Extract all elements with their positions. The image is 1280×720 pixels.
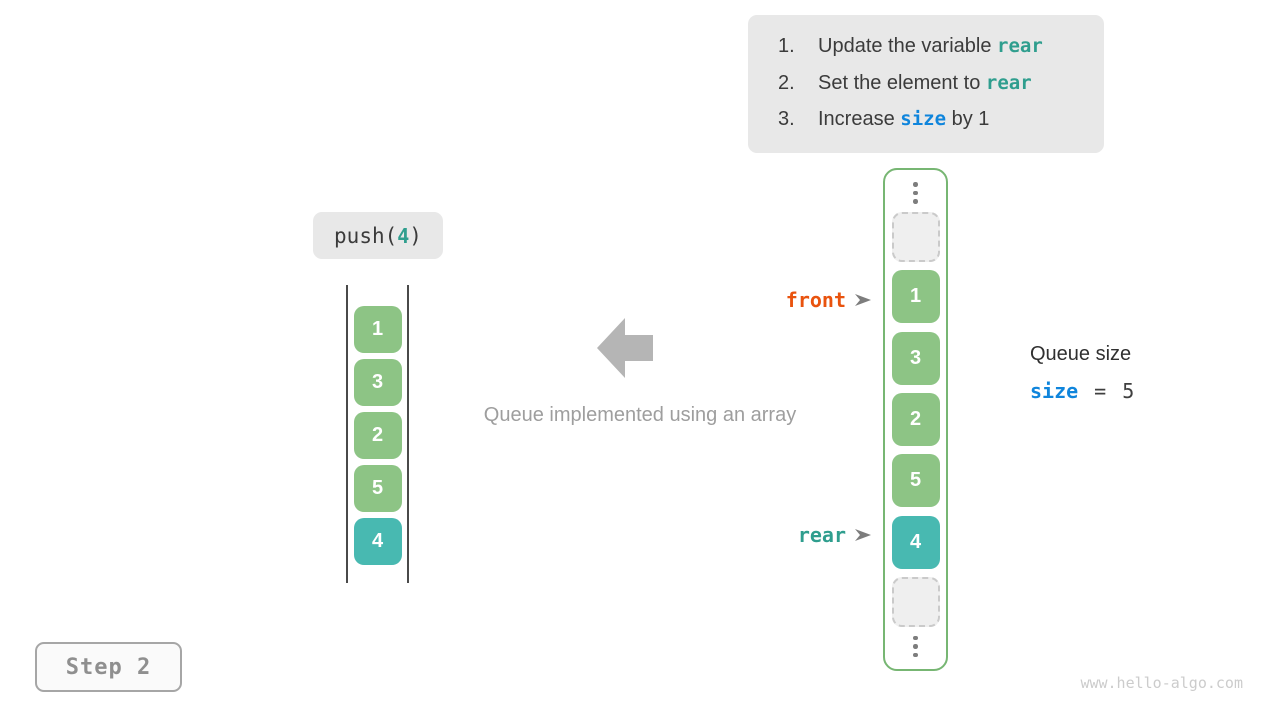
arrowhead-right-icon xyxy=(855,529,871,541)
size-variable: size xyxy=(1030,379,1079,403)
array-container: 1 3 2 5 4 xyxy=(883,168,948,671)
array-cell: 5 xyxy=(891,454,940,508)
front-pointer: front xyxy=(700,287,871,313)
instruction-step-3: 3. Increase size by 1 xyxy=(778,101,1094,138)
big-left-arrow-icon xyxy=(597,318,653,378)
abstract-queue: 1 3 2 5 4 xyxy=(346,285,409,583)
step-number: 1. xyxy=(778,35,795,57)
step-text-before: Set the element to xyxy=(818,71,986,94)
rear-pointer: rear xyxy=(700,522,871,548)
arrowhead-right-icon xyxy=(855,294,871,306)
step-number: 3. xyxy=(778,108,795,130)
step-text: Increase size by 1 xyxy=(818,101,989,138)
step-text: Set the element to rear xyxy=(818,65,1032,102)
step-text: Update the variable rear xyxy=(818,28,1043,65)
ellipsis-top-icon xyxy=(913,182,918,204)
ellipsis-bottom-icon xyxy=(913,635,918,657)
code-token-rear: rear xyxy=(997,35,1043,57)
instruction-box: 1. Update the variable rear 2. Set the e… xyxy=(748,15,1104,153)
push-argument: 4 xyxy=(397,223,410,248)
instruction-step-2: 2. Set the element to rear xyxy=(778,65,1094,102)
empty-array-slot xyxy=(891,211,940,262)
watermark: www.hello-algo.com xyxy=(1080,674,1243,692)
queue-size-value-line: size = 5 xyxy=(1030,379,1134,403)
step-badge: Step 2 xyxy=(35,642,182,692)
step-text-before: Increase xyxy=(818,108,901,130)
queue-size-title: Queue size xyxy=(1030,343,1132,365)
step-text-after: by 1 xyxy=(946,108,990,130)
queue-cell: 3 xyxy=(353,359,402,406)
array-cell: 3 xyxy=(891,331,940,385)
array-cell: 2 xyxy=(891,393,940,446)
queue-cell-new: 4 xyxy=(353,518,402,565)
instruction-step-1: 1. Update the variable rear xyxy=(778,28,1094,65)
front-pointer-label: front xyxy=(785,288,846,312)
size-value: 5 xyxy=(1122,379,1135,403)
array-cell: 1 xyxy=(891,270,940,324)
rear-pointer-label: rear xyxy=(797,523,846,547)
empty-array-slot xyxy=(891,577,940,628)
push-operation-label: push(4) xyxy=(313,212,443,259)
queue-cell: 5 xyxy=(353,465,402,512)
step-number: 2. xyxy=(778,71,795,94)
queue-cell: 2 xyxy=(353,412,402,459)
push-fn-text: push( xyxy=(334,223,398,248)
queue-size-annotation: Queue size size = 5 xyxy=(1030,343,1134,403)
step-text-before: Update the variable xyxy=(818,35,998,57)
queue-cell: 1 xyxy=(353,306,402,353)
diagram-caption: Queue implemented using an array xyxy=(483,404,797,426)
code-token-rear: rear xyxy=(985,71,1032,94)
array-cell-rear: 4 xyxy=(891,515,940,569)
equals-sign: = xyxy=(1094,379,1107,403)
push-close-paren: ) xyxy=(409,223,422,248)
code-token-size: size xyxy=(900,108,947,130)
